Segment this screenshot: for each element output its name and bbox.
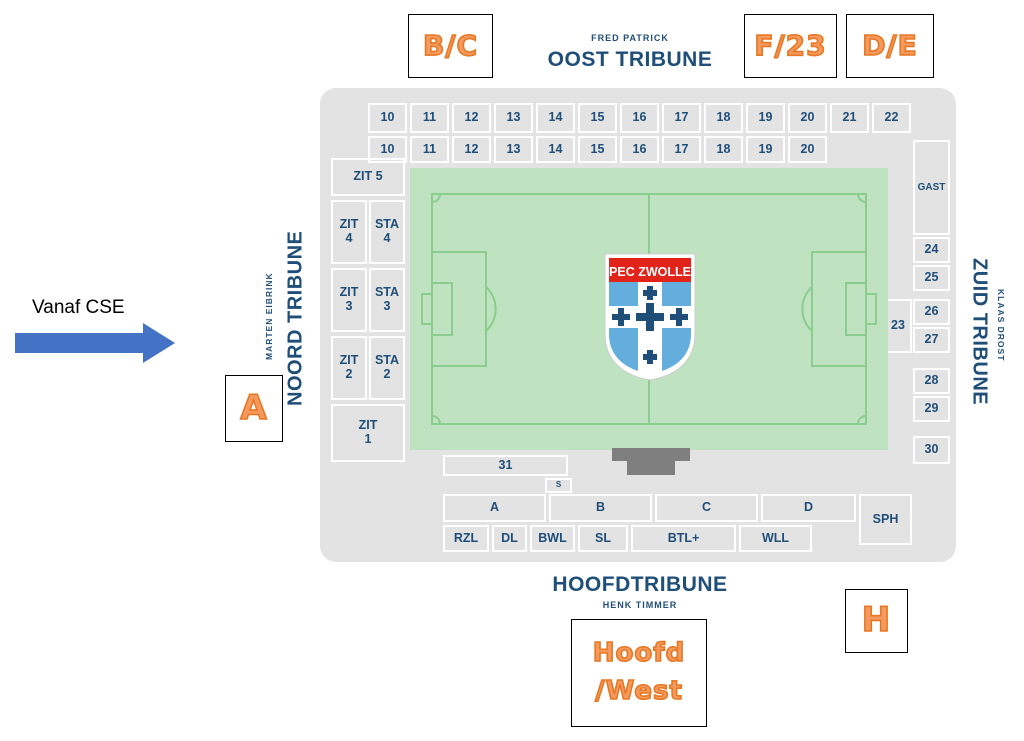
- section-sta3-line1: STA: [374, 285, 400, 300]
- section-31: 31: [443, 455, 568, 476]
- section-north-upper-13: 13: [494, 103, 533, 133]
- entrance-label-west: /West: [594, 675, 683, 707]
- section-sta3: STA 3: [369, 268, 405, 332]
- section-zit3: ZIT 3: [331, 268, 367, 332]
- section-s: S: [545, 478, 572, 493]
- section-a: A: [443, 494, 546, 522]
- section-north-lower-11: 11: [410, 136, 449, 163]
- entrance-box-h: H: [845, 589, 908, 653]
- oost-sponsor: FRED PATRICK: [591, 33, 669, 43]
- hoofd-sponsor: HENK TIMMER: [602, 600, 678, 610]
- section-wll: WLL: [739, 525, 812, 552]
- noord-sponsor: MARTEN EIBRINK: [264, 272, 274, 360]
- section-23: 23: [884, 299, 912, 353]
- section-north-upper-16: 16: [620, 103, 659, 133]
- section-bwl: BWL: [530, 525, 575, 552]
- section-25: 25: [913, 265, 950, 291]
- section-zit1-line1: ZIT: [358, 418, 378, 433]
- entrance-label-h: H: [861, 600, 892, 642]
- section-sl: SL: [578, 525, 628, 552]
- section-btl-plus: BTL+: [631, 525, 736, 552]
- section-b: B: [549, 494, 652, 522]
- section-north-lower-19: 19: [746, 136, 785, 163]
- section-zit4-line2: 4: [345, 231, 353, 245]
- zuid-tribune-name: ZUID TRIBUNE: [968, 258, 991, 406]
- entrance-label-f23: F/23: [754, 28, 827, 63]
- section-30: 30: [913, 436, 950, 464]
- section-zit3-line2: 3: [345, 299, 353, 313]
- section-north-upper-14: 14: [536, 103, 575, 133]
- entrance-box-a: A: [225, 375, 283, 442]
- section-north-upper-19: 19: [746, 103, 785, 133]
- section-north-upper-21: 21: [830, 103, 869, 133]
- entrance-label-de: D/E: [861, 28, 918, 63]
- section-zit1: ZIT 1: [331, 404, 405, 462]
- entrance-label-a: A: [240, 387, 268, 429]
- section-zit3-line1: ZIT: [339, 285, 359, 300]
- section-c: C: [655, 494, 758, 522]
- section-north-upper-17: 17: [662, 103, 701, 133]
- section-north-upper-11: 11: [410, 103, 449, 133]
- vanaf-cse-label: Vanaf CSE: [32, 297, 125, 318]
- section-sta4-line2: 4: [383, 231, 391, 245]
- section-north-lower-15: 15: [578, 136, 617, 163]
- hoofd-tribune-name: HOOFDTRIBUNE: [552, 573, 728, 596]
- entrance-box-bc: B/C: [408, 14, 493, 78]
- section-zit5: ZIT 5: [331, 158, 405, 196]
- section-north-lower-12: 12: [452, 136, 491, 163]
- entrance-label-bc: B/C: [422, 28, 479, 63]
- oost-tribune-name: OOST TRIBUNE: [547, 48, 713, 71]
- section-zit2: ZIT 2: [331, 336, 367, 400]
- section-north-upper-20: 20: [788, 103, 827, 133]
- section-29: 29: [913, 396, 950, 422]
- section-27: 27: [913, 327, 950, 353]
- entrance-box-hoofd-west: Hoofd /West: [571, 619, 707, 727]
- section-26: 26: [913, 299, 950, 325]
- section-zit4-line1: ZIT: [339, 217, 359, 232]
- entrance-label-hoofd: Hoofd: [592, 638, 686, 670]
- section-sta4-line1: STA: [374, 217, 400, 232]
- section-sph: SPH: [859, 494, 912, 545]
- section-d: D: [761, 494, 856, 522]
- section-north-upper-18: 18: [704, 103, 743, 133]
- section-24: 24: [913, 237, 950, 263]
- dugout-upper: [612, 448, 690, 461]
- entrance-box-f23: F/23: [744, 14, 837, 78]
- section-north-upper-10: 10: [368, 103, 407, 133]
- section-sta3-line2: 3: [383, 299, 391, 313]
- zuid-sponsor: KLAAS DROST: [996, 288, 1006, 362]
- crest-wordmark: PEC ZWOLLE: [609, 265, 691, 279]
- arrow-right-icon: [15, 323, 175, 363]
- noord-tribune-name: NOORD TRIBUNE: [284, 230, 307, 406]
- section-zit2-line1: ZIT: [339, 353, 359, 368]
- section-sta2-line1: STA: [374, 353, 400, 368]
- section-north-lower-20: 20: [788, 136, 827, 163]
- section-sta2-line2: 2: [383, 367, 391, 381]
- section-dl: DL: [492, 525, 527, 552]
- section-north-lower-17: 17: [662, 136, 701, 163]
- pec-zwolle-crest: PEC ZWOLLE: [604, 253, 696, 381]
- section-north-upper-22: 22: [872, 103, 911, 133]
- section-north-upper-12: 12: [452, 103, 491, 133]
- section-gast: GAST: [913, 140, 950, 235]
- dugout-lower: [627, 461, 675, 475]
- section-rzl: RZL: [443, 525, 489, 552]
- section-sta2: STA 2: [369, 336, 405, 400]
- section-north-lower-14: 14: [536, 136, 575, 163]
- section-zit1-line2: 1: [364, 432, 372, 446]
- section-zit4: ZIT 4: [331, 200, 367, 264]
- section-north-upper-15: 15: [578, 103, 617, 133]
- section-north-lower-13: 13: [494, 136, 533, 163]
- section-sta4: STA 4: [369, 200, 405, 264]
- entrance-box-de: D/E: [846, 14, 934, 78]
- section-north-lower-10: 10: [368, 136, 407, 163]
- section-north-lower-16: 16: [620, 136, 659, 163]
- section-north-lower-18: 18: [704, 136, 743, 163]
- section-zit2-line2: 2: [345, 367, 353, 381]
- section-28: 28: [913, 368, 950, 394]
